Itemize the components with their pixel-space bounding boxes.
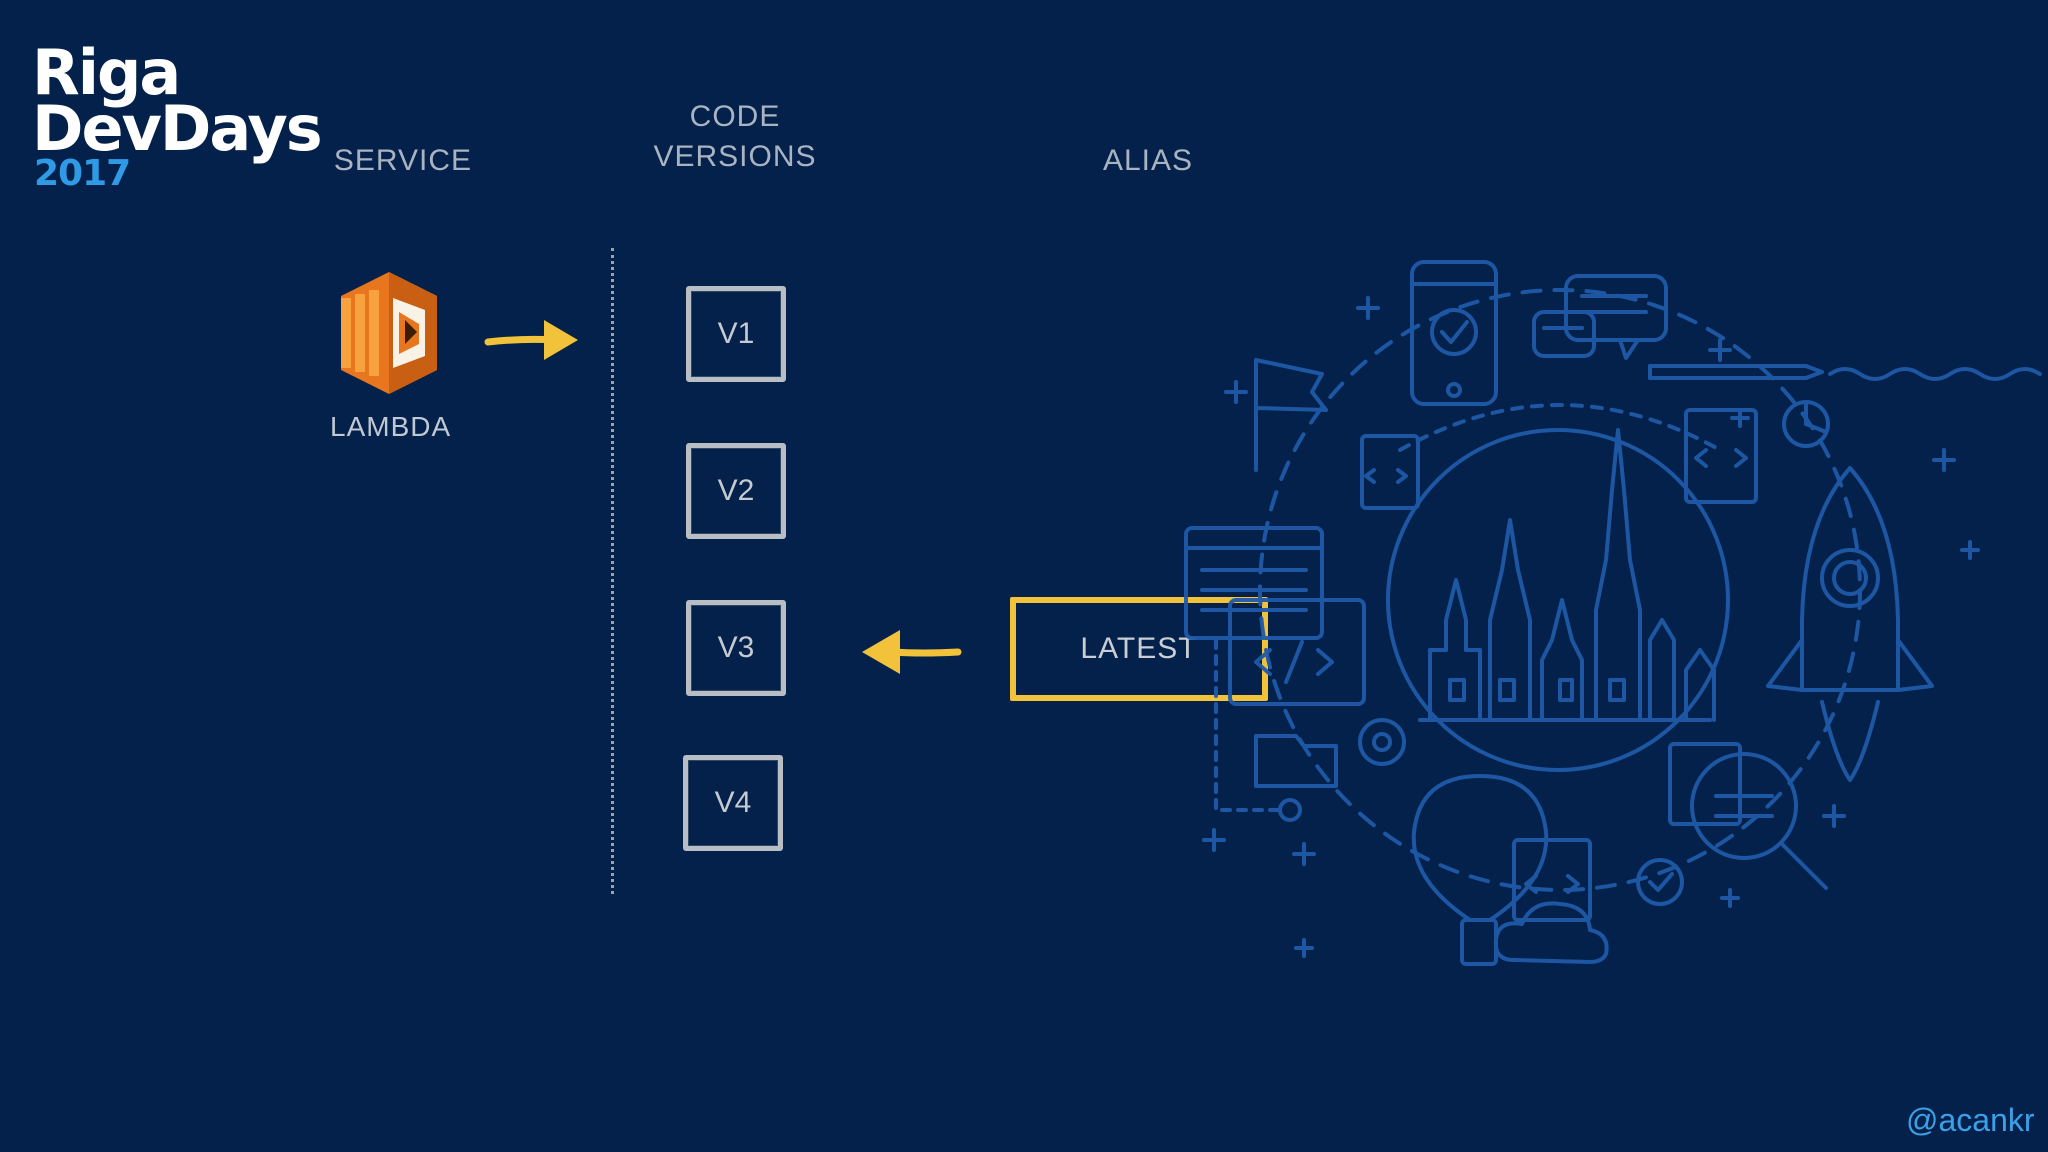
logo-year: 2017 bbox=[34, 153, 131, 194]
version-box-v4: V4 bbox=[683, 755, 783, 851]
version-box-v1: V1 bbox=[686, 286, 786, 382]
header-code-versions: CODE VERSIONS bbox=[640, 97, 830, 177]
service-label: LAMBDA bbox=[330, 411, 452, 442]
riga-city-illustration bbox=[1184, 260, 2042, 966]
aws-lambda-icon bbox=[341, 272, 437, 394]
column-divider bbox=[611, 248, 614, 894]
twitter-handle: @acankr bbox=[1906, 1102, 2035, 1138]
version-box-v2: V2 bbox=[686, 443, 786, 539]
logo-line-2: DevDays bbox=[32, 92, 323, 165]
arrow-left-icon bbox=[862, 630, 962, 674]
arrow-right-icon bbox=[484, 320, 578, 360]
version-box-v3: V3 bbox=[686, 600, 786, 696]
header-service: SERVICE bbox=[333, 144, 473, 177]
header-code-versions-line2: VERSIONS bbox=[653, 140, 817, 173]
alias-box-latest: LATEST bbox=[1010, 597, 1268, 701]
logo-line-1: Riga bbox=[32, 36, 181, 109]
header-code-versions-line1: CODE bbox=[689, 100, 781, 133]
header-alias: ALIAS bbox=[1102, 144, 1194, 177]
